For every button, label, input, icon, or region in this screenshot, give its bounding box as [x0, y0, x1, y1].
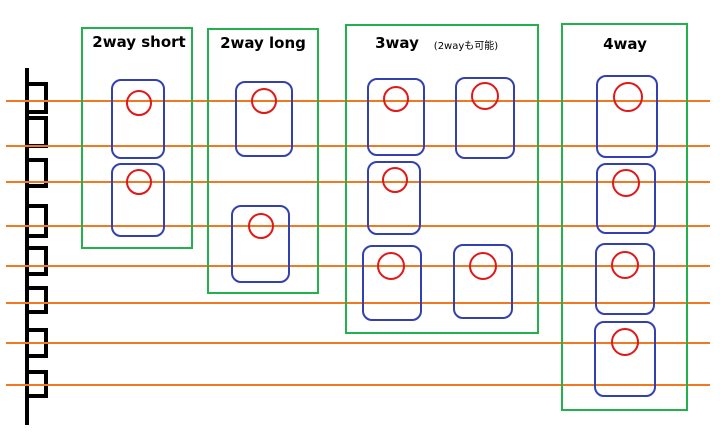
- slot: [455, 77, 515, 159]
- hole-circle: [383, 86, 409, 112]
- slot: [235, 81, 293, 157]
- hole-circle: [469, 252, 497, 280]
- slot: [362, 245, 422, 321]
- hole-circle: [377, 252, 405, 280]
- slot-box: [595, 243, 655, 315]
- string-lines: [6, 100, 710, 386]
- slot: [111, 79, 165, 159]
- slot: [595, 243, 655, 315]
- slot-box: [111, 79, 165, 159]
- hole-circle: [611, 251, 639, 279]
- group-note: (2wayも可能): [434, 39, 498, 52]
- group-4way: 4way: [561, 23, 688, 411]
- slot: [596, 75, 658, 158]
- slot-box: [367, 161, 421, 235]
- slot: [231, 205, 290, 283]
- rail-zigzag: [27, 82, 48, 398]
- slot-box: [235, 81, 293, 157]
- slot-box: [367, 78, 425, 156]
- slot: [367, 161, 421, 235]
- slot: [453, 244, 513, 319]
- slot: [596, 163, 656, 234]
- slot: [367, 78, 425, 156]
- group-2way-long: 2way long: [207, 28, 319, 294]
- hole-circle: [382, 167, 408, 193]
- slot: [111, 163, 165, 237]
- group-title: 4way: [603, 35, 647, 53]
- group-title: 2way long: [220, 34, 306, 52]
- slot-box: [596, 75, 658, 158]
- hole-circle: [126, 90, 152, 116]
- hole-circle: [613, 82, 643, 112]
- slot-box: [453, 244, 513, 319]
- slot-box: [455, 77, 515, 159]
- hole-circle: [612, 169, 640, 197]
- hole-circle: [471, 82, 499, 110]
- group-border: [207, 28, 319, 294]
- hole-circle: [126, 169, 152, 195]
- slot-box: [231, 205, 290, 283]
- slot-box: [596, 163, 656, 234]
- slot: [594, 321, 656, 397]
- hole-circle: [611, 328, 639, 356]
- slot-box: [594, 321, 656, 397]
- group-title: 3way: [375, 34, 419, 52]
- hole-circle: [248, 213, 274, 239]
- group-title: 2way short: [92, 33, 185, 51]
- group-2way-short: 2way short: [81, 27, 193, 249]
- hole-circle: [251, 88, 277, 114]
- group-border: [561, 23, 688, 411]
- group-border: [81, 27, 193, 249]
- group-3way: 3way (2wayも可能): [345, 24, 539, 334]
- group-border: [345, 24, 539, 334]
- slot-box: [362, 245, 422, 321]
- slot-box: [111, 163, 165, 237]
